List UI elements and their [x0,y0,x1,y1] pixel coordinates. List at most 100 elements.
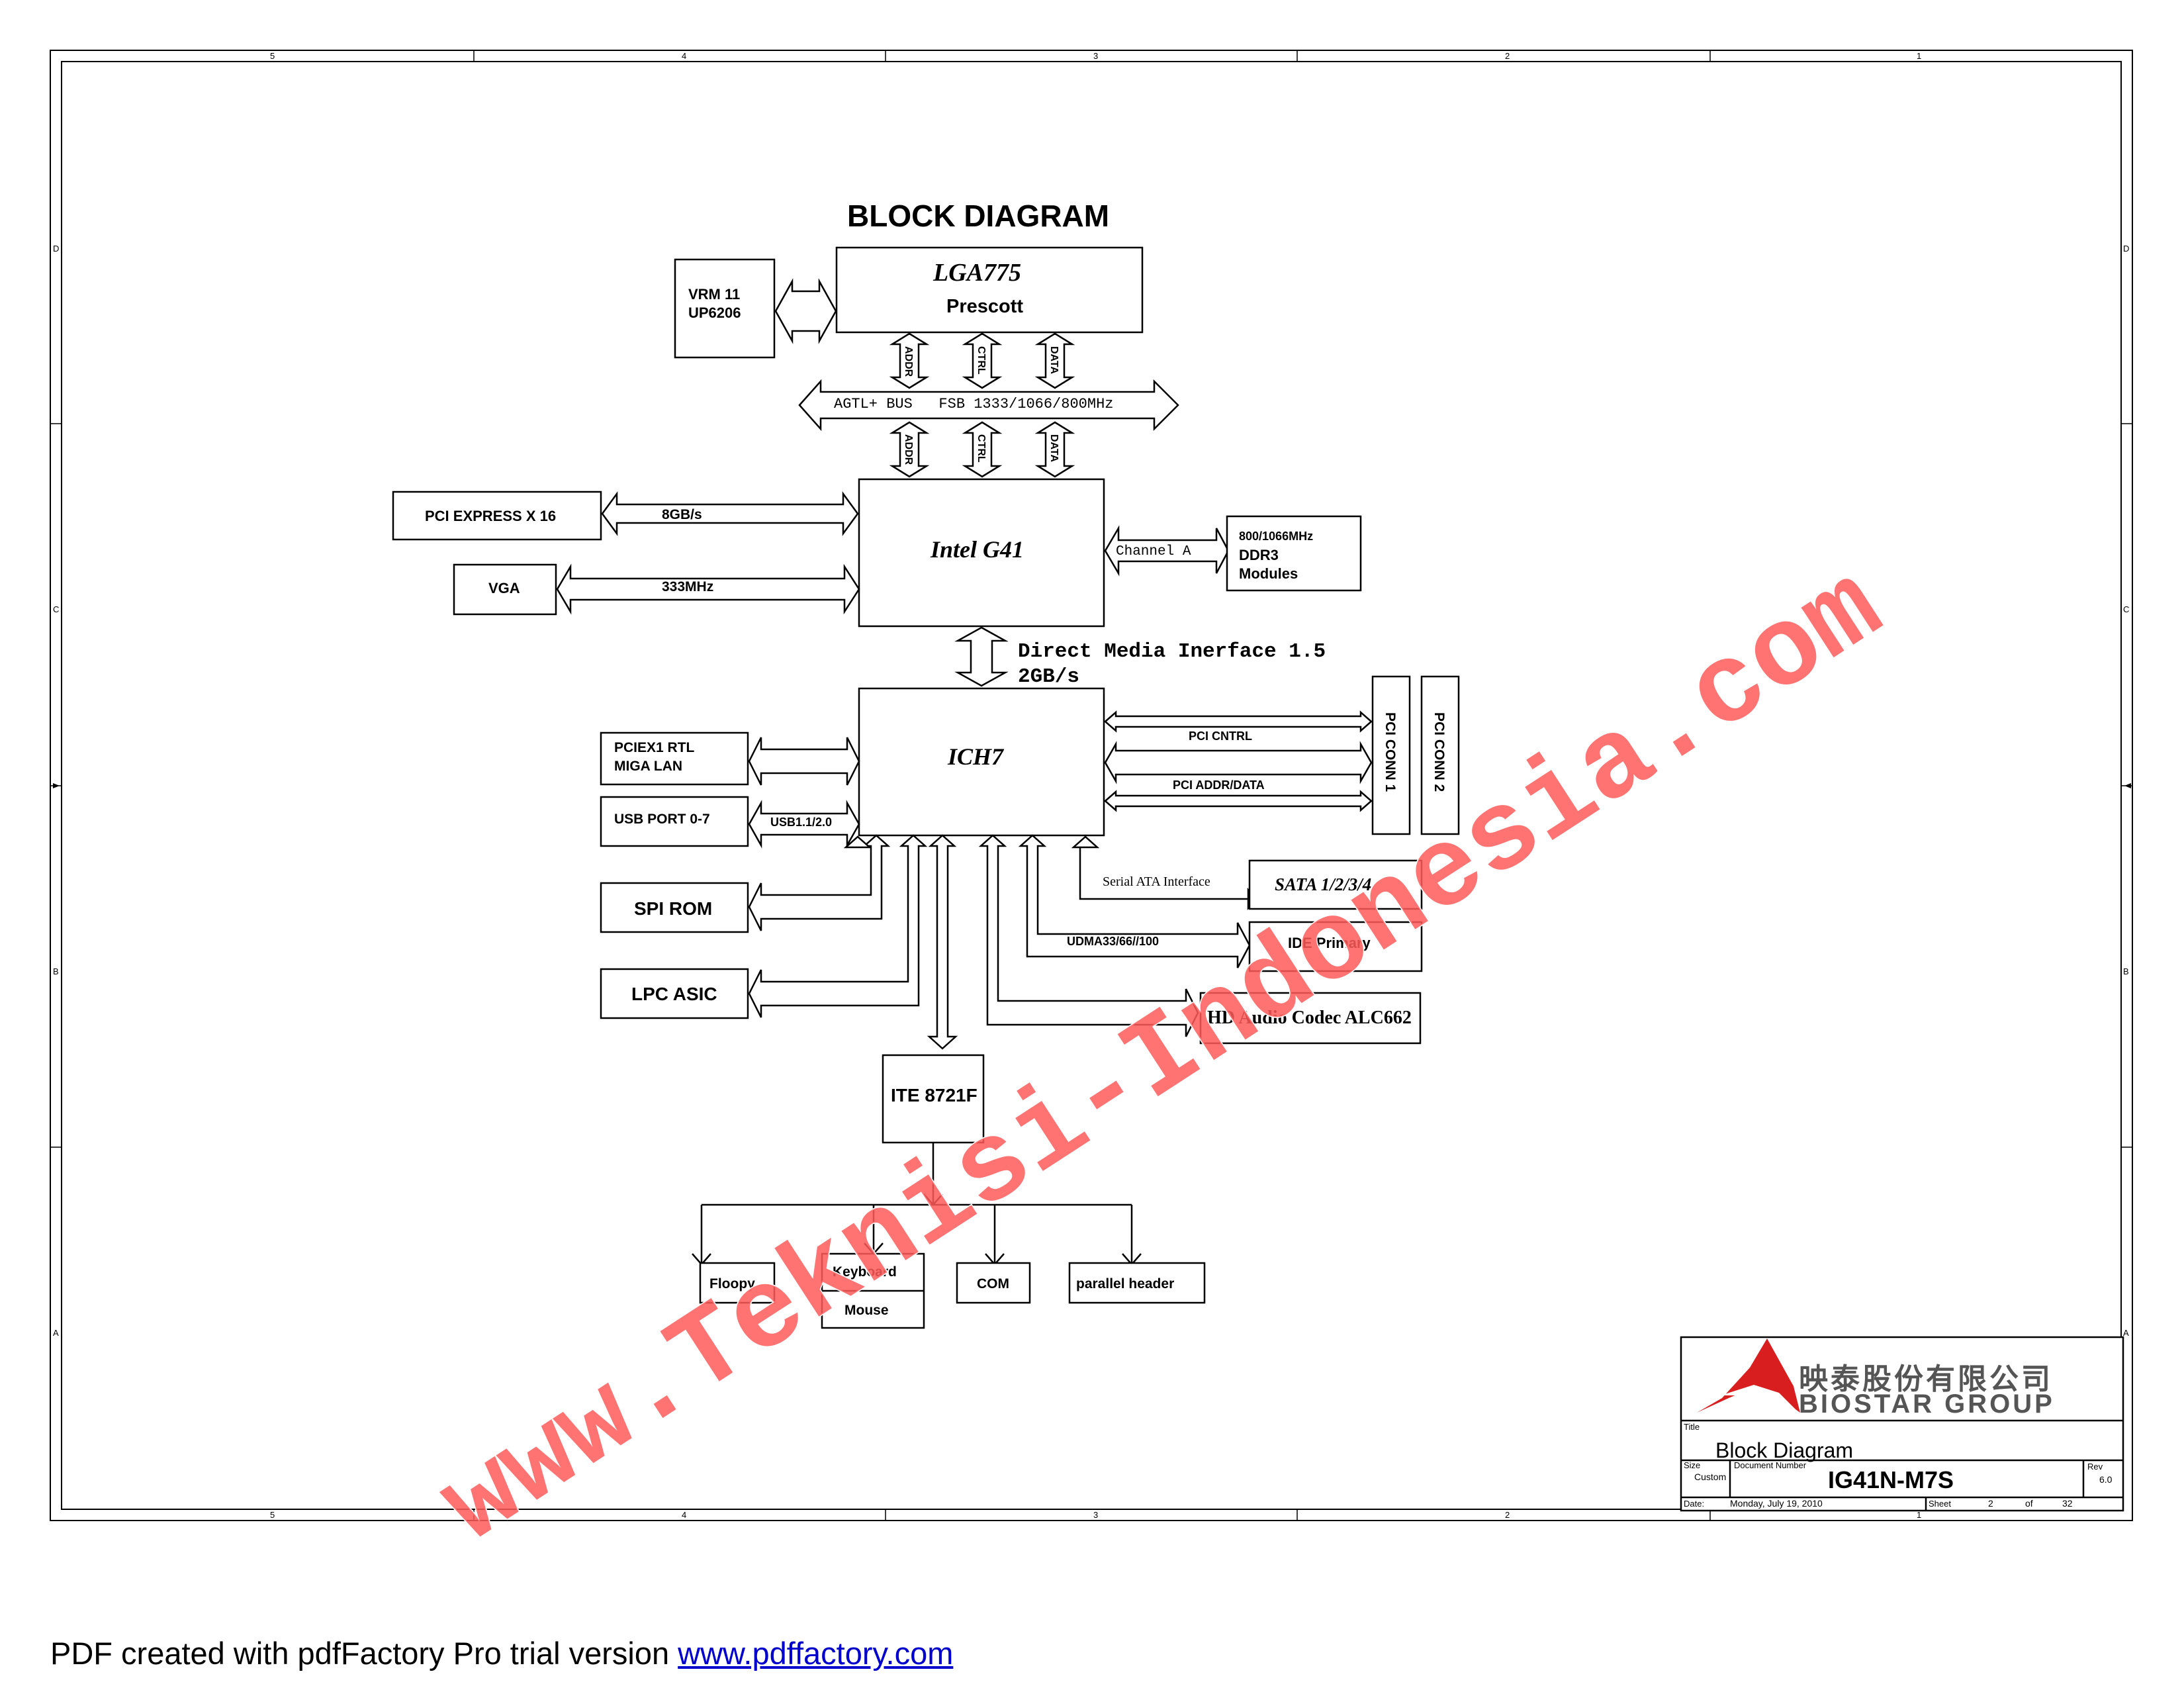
usb-block [600,796,749,847]
southbridge-label: ICH7 [947,743,1005,770]
audio-arrow [978,834,1199,1037]
dmi-arrow [954,626,1009,687]
sheet-total: 32 [2062,1498,2073,1509]
vrm-block [674,258,776,359]
northbridge-block [858,478,1105,628]
ddr-modules: Modules [1239,565,1298,582]
zone-col-4-top: 4 [682,51,686,61]
zone-col-4-bottom: 4 [682,1510,686,1520]
floppy-block [699,1262,776,1304]
zone-col-3-top: 3 [1093,51,1098,61]
zone-col-2-bottom: 2 [1505,1510,1510,1520]
document-number: IG41N-M7S [1828,1466,1954,1493]
size-field-label: Size [1684,1460,1700,1470]
dmi-label: Direct Media Inerface 1.5 [1018,640,1326,663]
cpu-addr-label: ADDR [903,346,914,377]
ddr-speed: 800/1066MHz [1239,530,1313,543]
northbridge-label: Intel G41 [930,536,1024,563]
vga-label: VGA [488,580,520,596]
document-number-label: Document Number [1734,1460,1807,1470]
southbridge-block [858,687,1105,837]
usb-arrow [748,800,860,849]
spi-rom-arrow [748,834,891,931]
zone-col-1-bottom: 1 [1917,1510,1921,1520]
drawing-frame: 5 4 3 2 1 5 4 3 2 1 D C B A D C B A [50,50,2133,1521]
company-name-cn: 映泰股份有限公司 [1799,1363,2053,1395]
cpu-model-label: Prescott [946,296,1023,317]
vrm-line1: VRM 11 [688,286,740,303]
vga-speed: 333MHz [662,579,713,594]
size-value: Custom [1694,1472,1726,1482]
sata-interface-label: Serial ATA Interface [1103,874,1210,889]
footer-text: PDF created with pdfFactory Pro trial ve… [50,1636,678,1671]
pci-conn1-block [1371,675,1411,835]
pci-data-lower-arrow [1104,790,1373,812]
ich-aux-arrow [843,835,872,849]
pcie-x16-label: PCI EXPRESS X 16 [425,508,556,524]
spi-rom-label: SPI ROM [634,898,712,919]
pcie-x16-block [392,491,602,541]
zone-row-b-right: B [2123,966,2129,976]
sheet-number: 2 [1988,1498,1993,1509]
cpu-data-arrow [1034,332,1075,389]
sata-block [1248,859,1423,910]
cpu-data-label: DATA [1048,346,1060,375]
sata-ich-arrow [1071,835,1100,849]
parallel-block [1068,1262,1206,1304]
nb-ctrl-label: CTRL [976,434,987,463]
pcie-x16-speed: 8GB/s [662,507,702,522]
sata-wire [1079,847,1248,900]
mouse-label: Mouse [844,1303,889,1318]
com-block [956,1262,1031,1304]
footer-link[interactable]: www.pdffactory.com [678,1636,954,1671]
zone-col-5-bottom: 5 [270,1510,275,1520]
sheet-label: Sheet [1929,1499,1951,1509]
lpc-bus-arrow [748,834,928,1018]
zone-col-1-top: 1 [1917,51,1921,61]
pci-ctrl-label: PCI CNTRL [1189,729,1252,743]
zone-col-3-bottom: 3 [1093,1510,1098,1520]
parallel-label: parallel header [1076,1276,1174,1291]
lpc-asic-label: LPC ASIC [631,984,717,1004]
lan-line2: MIGA LAN [614,759,682,774]
vrm-cpu-arrow [774,278,837,344]
diagram-title: BLOCK DIAGRAM [847,199,1109,233]
pci-addr-data-arrow [1104,741,1373,784]
usb-speed: USB1.1/2.0 [770,816,832,829]
cpu-addr-arrow [889,332,930,389]
dmi-speed: 2GB/s [1018,665,1079,688]
pci-conn2-label: PCI CONN 2 [1432,712,1447,792]
zone-row-d-left: D [53,244,59,254]
rev-label: Rev [2087,1462,2103,1472]
cpu-ctrl-arrow [962,332,1003,389]
lpc-asic-block [600,968,749,1019]
ddr-channel-label: Channel A [1116,544,1191,559]
date-label: Date: [1684,1499,1704,1509]
zone-col-2-top: 2 [1505,51,1510,61]
title-block: 映泰股份有限公司 BIOSTAR GROUP Title Block Diagr… [1680,1336,2124,1512]
pci-conn1-label: PCI CONN 1 [1383,712,1398,792]
lan-arrow [748,737,860,786]
nb-data-label: DATA [1048,434,1060,463]
cpu-ctrl-label: CTRL [976,346,987,375]
fsb-bus-arrow [798,379,1179,432]
lan-block [600,731,749,786]
pci-conn2-block [1420,675,1460,835]
cpu-socket-label: LGA775 [933,259,1021,287]
ddr-block [1226,515,1362,592]
vga-block [453,563,557,616]
nb-data-arrow [1034,421,1075,478]
date-value: Monday, July 19, 2010 [1730,1498,1823,1509]
pcie-x16-arrow [601,491,859,536]
nb-ctrl-arrow [962,421,1003,478]
ddr-type: DDR3 [1239,547,1279,563]
spi-rom-block [600,882,749,933]
zone-row-a-right: A [2123,1328,2129,1338]
com-label: COM [977,1276,1009,1291]
superio-label: ITE 8721F [891,1085,978,1105]
sata-label: SATA 1/2/3/4 [1275,874,1371,894]
ide-block [1248,921,1423,972]
cpu-block [835,246,1144,334]
pci-addr-data-label: PCI ADDR/DATA [1173,778,1265,792]
